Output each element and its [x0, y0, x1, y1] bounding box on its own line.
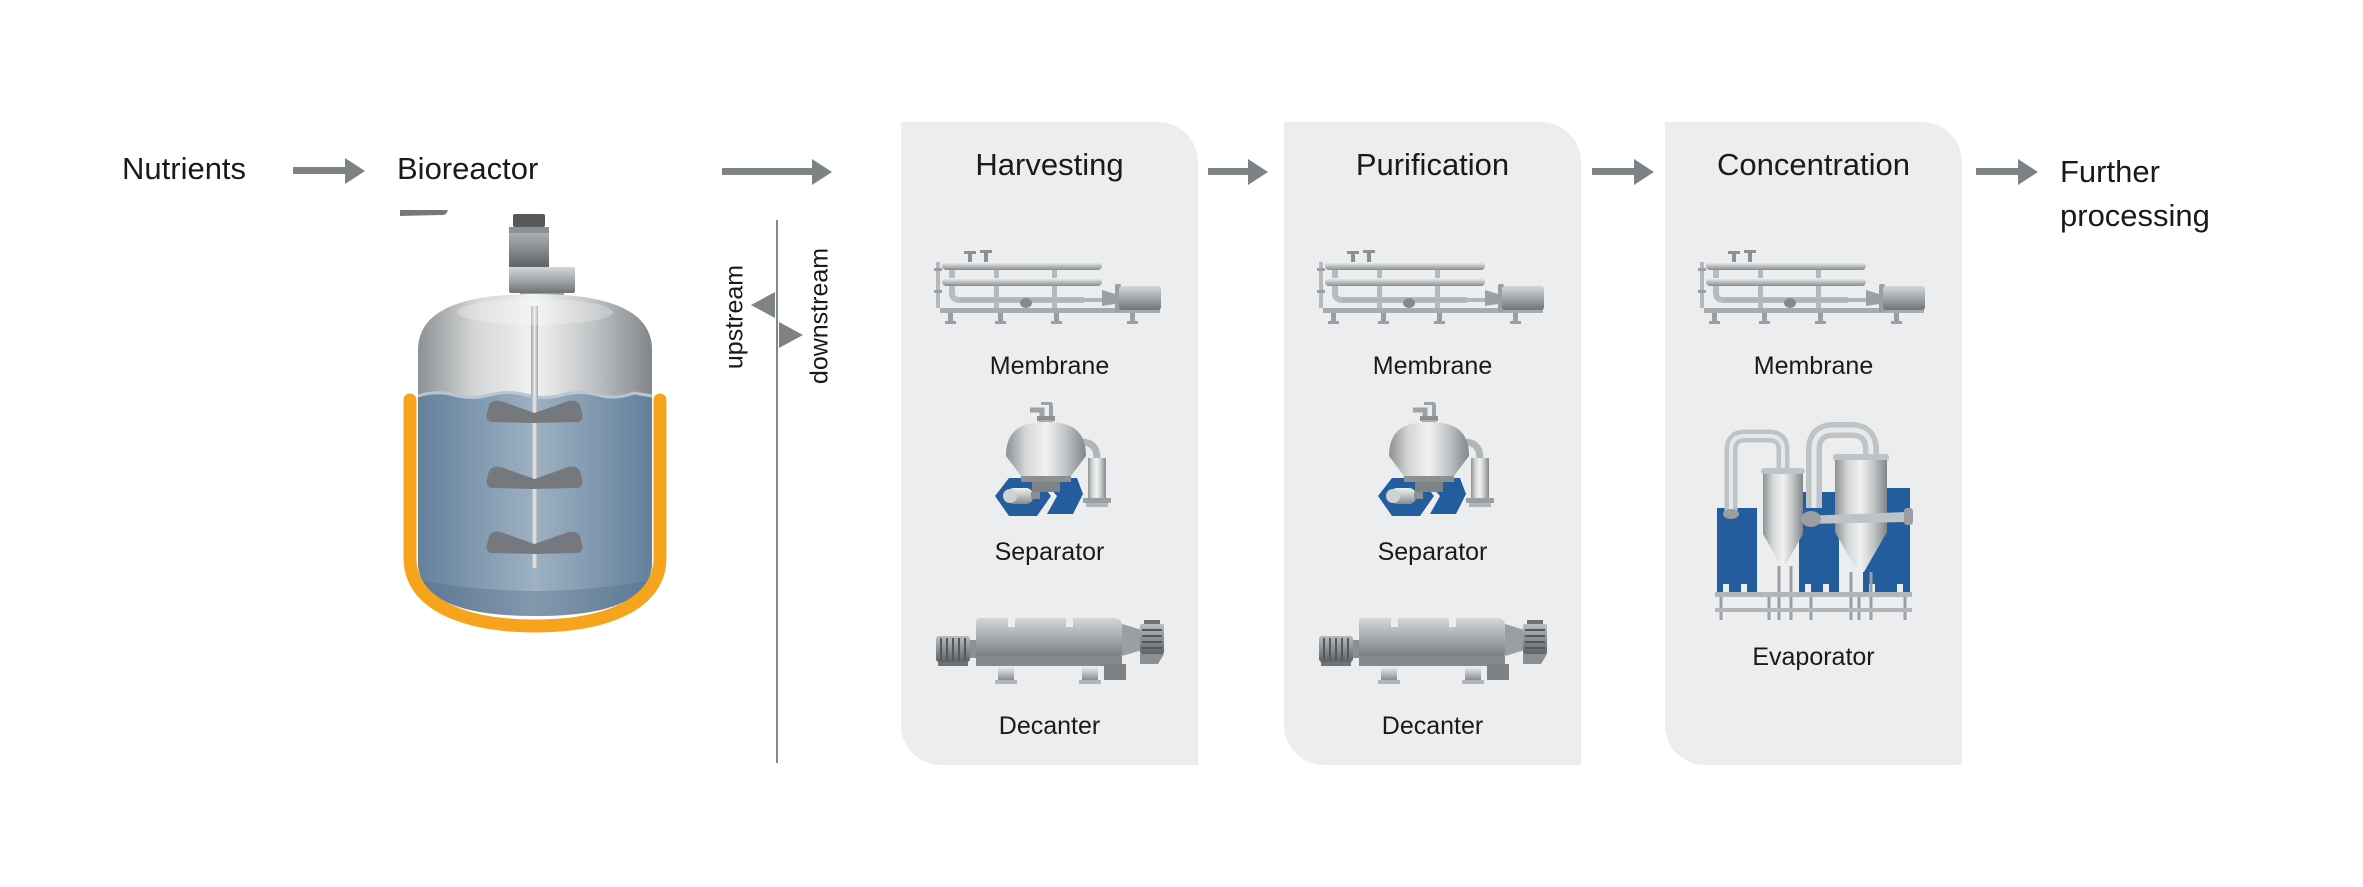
equipment-label: Separator	[1377, 538, 1488, 566]
flow-arrow	[293, 167, 345, 174]
downstream-label: downstream	[805, 247, 834, 385]
decanter-icon	[936, 612, 1164, 686]
further-processing-line2: processing	[2060, 198, 2210, 233]
further-processing-line1: Further	[2060, 154, 2160, 189]
panel-harvesting: Harvesting Membrane Separator Decanter	[901, 122, 1198, 765]
evaporator-icon	[1711, 416, 1916, 621]
nutrients-label: Nutrients	[122, 151, 247, 186]
equipment-label: Evaporator	[1752, 643, 1875, 671]
separator-icon	[985, 402, 1115, 524]
membrane-icon	[934, 248, 1166, 328]
equipment-membrane: Membrane	[1665, 248, 1962, 380]
separator-icon	[1368, 402, 1498, 524]
bioreactor-label: Bioreactor	[397, 151, 539, 186]
equipment-separator: Separator	[1284, 402, 1581, 566]
panel-title: Purification	[1355, 147, 1510, 182]
panel-title: Harvesting	[975, 147, 1124, 182]
equipment-evaporator: Evaporator	[1665, 416, 1962, 671]
panel-concentration: Concentration Membrane Evaporator	[1665, 122, 1962, 765]
equipment-label: Membrane	[989, 352, 1110, 380]
flow-arrow	[1208, 168, 1248, 175]
flow-arrow	[1592, 168, 1634, 175]
membrane-icon	[1317, 248, 1549, 328]
equipment-label: Membrane	[1372, 352, 1493, 380]
equipment-decanter: Decanter	[901, 612, 1198, 740]
upstream-label: upstream	[720, 264, 749, 370]
equipment-label: Membrane	[1753, 352, 1874, 380]
panel-purification: Purification Membrane Separator Decanter	[1284, 122, 1581, 765]
downstream-arrowhead-icon	[779, 322, 803, 348]
panel-title: Concentration	[1716, 147, 1910, 182]
equipment-membrane: Membrane	[1284, 248, 1581, 380]
equipment-label: Decanter	[1381, 712, 1484, 740]
equipment-label: Separator	[994, 538, 1105, 566]
upstream-downstream-divider	[776, 220, 778, 763]
flow-arrow	[722, 168, 812, 175]
equipment-label: Decanter	[998, 712, 1101, 740]
membrane-icon	[1698, 248, 1930, 328]
upstream-arrowhead-icon	[751, 292, 775, 318]
equipment-decanter: Decanter	[1284, 612, 1581, 740]
flow-arrow	[1976, 168, 2018, 175]
bioreactor-illustration	[400, 210, 667, 633]
equipment-separator: Separator	[901, 402, 1198, 566]
equipment-membrane: Membrane	[901, 248, 1198, 380]
decanter-icon	[1319, 612, 1547, 686]
further-processing-label: Further processing	[2060, 150, 2210, 238]
